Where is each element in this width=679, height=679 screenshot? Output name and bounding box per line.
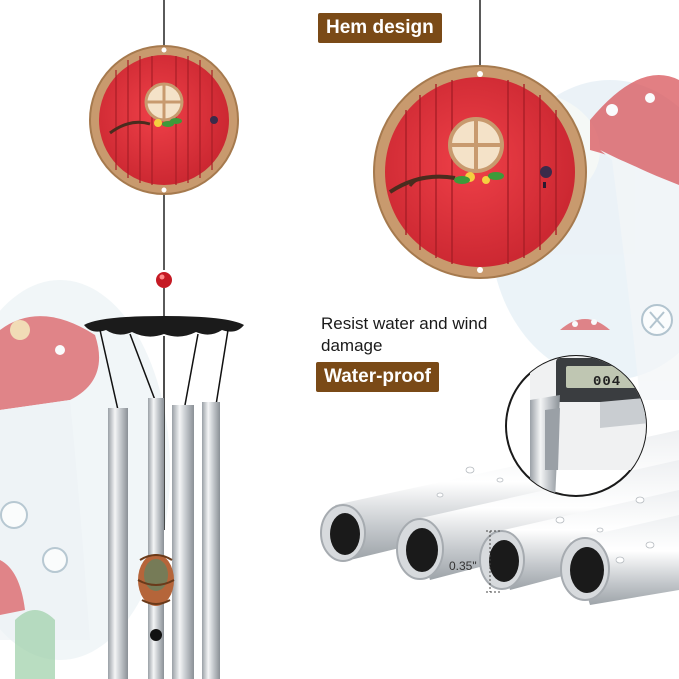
round-door-large-icon <box>373 0 587 279</box>
small-mushroom-icon <box>560 319 610 330</box>
tube-diameter-label: 0.35" <box>449 559 477 573</box>
resist-caption: Resist water and wind damage <box>321 314 488 355</box>
caliper-readout: 004 <box>593 374 622 390</box>
mushroom-house-left-icon <box>0 316 100 679</box>
chime-tube <box>148 398 164 679</box>
mushroom-house-icon <box>590 75 679 400</box>
chime-tube <box>172 405 194 679</box>
hem-design-label: Hem design <box>318 13 442 43</box>
metal-tubes-closeup <box>320 430 679 605</box>
wind-chime-icon <box>84 0 244 679</box>
water-proof-label: Water-proof <box>316 362 439 392</box>
chime-tube <box>108 408 128 679</box>
chime-tube <box>202 402 220 679</box>
round-door-small <box>89 45 239 195</box>
